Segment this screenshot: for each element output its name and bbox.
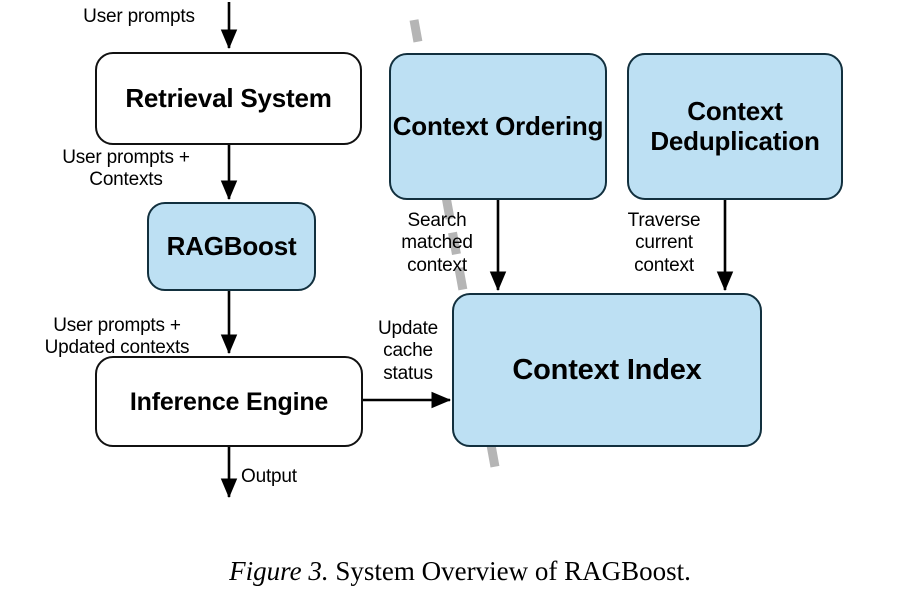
edge-label-search-matched-context: Search matched context bbox=[401, 210, 473, 276]
edge-label-user-prompts-contexts: User prompts + Contexts bbox=[62, 147, 190, 191]
node-context-ordering[interactable]: Context Ordering bbox=[389, 53, 607, 200]
edge-label-output: Output bbox=[241, 466, 297, 487]
node-retrieval-system[interactable]: Retrieval System bbox=[95, 52, 362, 145]
figure-caption: Figure 3. System Overview of RAGBoost. bbox=[0, 556, 920, 587]
edge-label-update-cache-status: Update cache status bbox=[377, 318, 439, 384]
edge-label-traverse-current-context: Traverse current context bbox=[627, 210, 701, 276]
edge-label-user-prompts: User prompts bbox=[83, 6, 195, 27]
figure-caption-number: Figure 3. bbox=[229, 556, 329, 586]
node-context-deduplication[interactable]: Context Deduplication bbox=[627, 53, 843, 200]
node-inference-engine[interactable]: Inference Engine bbox=[95, 356, 363, 447]
figure-caption-text: System Overview of RAGBoost. bbox=[335, 556, 691, 586]
node-ragboost[interactable]: RAGBoost bbox=[147, 202, 316, 291]
edge-label-user-prompts-updated-contexts: User prompts + Updated contexts bbox=[44, 315, 190, 359]
node-context-index[interactable]: Context Index bbox=[452, 293, 762, 447]
